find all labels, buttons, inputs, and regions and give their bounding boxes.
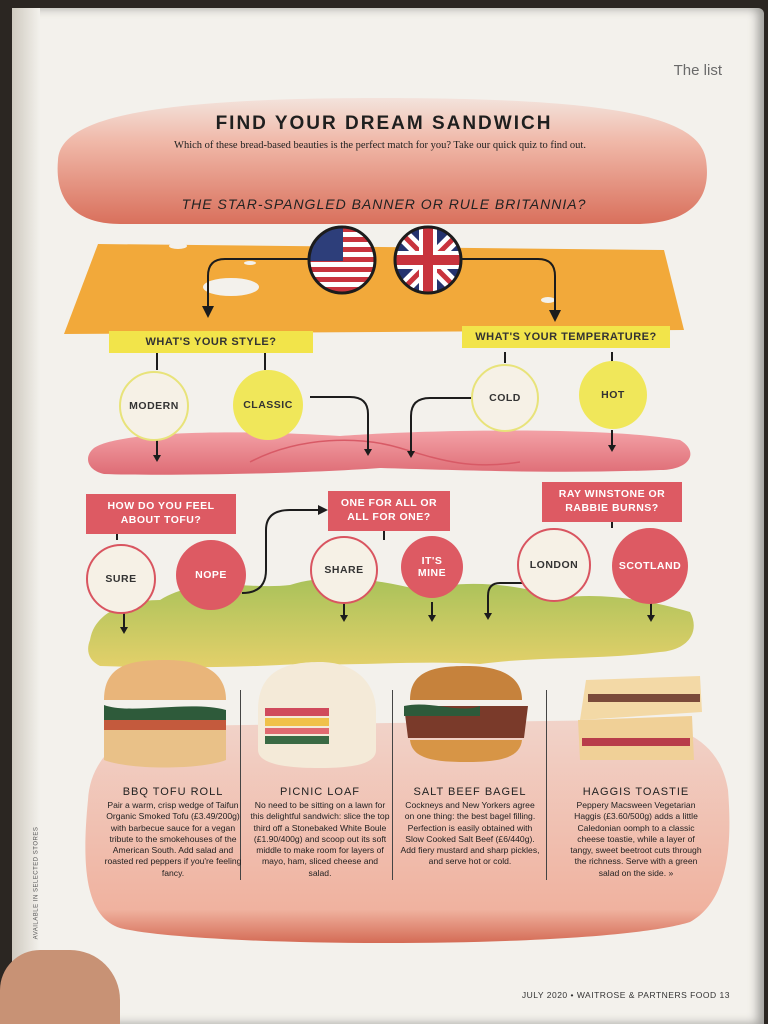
flag-question: THE STAR-SPANGLED BANNER OR RULE BRITANN… (181, 196, 587, 212)
option-cold[interactable]: COLD (471, 364, 539, 432)
product-name: SALT BEEF BAGEL (413, 786, 527, 798)
style-question-banner: WHAT'S YOUR STYLE? (109, 331, 313, 353)
option-hot[interactable]: HOT (579, 361, 647, 429)
ham-swirl (249, 439, 521, 466)
column-divider (546, 690, 547, 880)
product-name: BBQ TOFU ROLL (122, 786, 224, 798)
haggis-toastie-image (578, 676, 702, 760)
arrowheads (120, 306, 655, 634)
us-flag-icon (307, 225, 377, 295)
product-name: PICNIC LOAF (279, 786, 361, 798)
temperature-question-banner: WHAT'S YOUR TEMPERATURE? (462, 326, 670, 348)
picnic-loaf-image (258, 662, 376, 768)
option-london[interactable]: LONDON (517, 528, 591, 602)
tofu-question-box: HOW DO YOU FEEL ABOUT TOFU? (86, 494, 236, 534)
option-sure[interactable]: SURE (86, 544, 156, 614)
cheese-hole (203, 278, 259, 296)
page-title: FIND YOUR DREAM SANDWICH (215, 113, 553, 134)
product-description: Cockneys and New Yorkers agree on one th… (400, 800, 540, 867)
uk-flag-icon (393, 225, 463, 295)
top-bread-slice (57, 98, 707, 224)
option-share[interactable]: SHARE (310, 536, 378, 604)
flowchart-connectors (116, 258, 652, 628)
product-description: Pair a warm, crisp wedge of Taifun Organ… (104, 800, 242, 878)
product-haggis-toastie: HAGGIS TOASTIE Peppery Macsween Vegetari… (566, 786, 706, 879)
page-footer: JULY 2020 • WAITROSE & PARTNERS FOOD 13 (521, 990, 730, 1000)
cheese-hole (244, 261, 256, 265)
option-modern[interactable]: MODERN (119, 371, 189, 441)
cheese-slice (64, 244, 684, 334)
cheese-hole (169, 243, 187, 249)
product-salt-beef-bagel: SALT BEEF BAGEL Cockneys and New Yorkers… (400, 786, 540, 868)
product-picnic-loaf: PICNIC LOAF No need to be sitting on a l… (250, 786, 390, 879)
lettuce-leaf (88, 578, 694, 668)
product-description: No need to be sitting on a lawn for this… (250, 800, 390, 878)
option-classic[interactable]: CLASSIC (233, 370, 303, 440)
salt-beef-bagel-image (404, 666, 528, 762)
thumb (0, 950, 120, 1024)
page-spine (12, 8, 40, 1024)
product-description: Peppery Macsween Vegetarian Haggis (£3.6… (570, 800, 702, 878)
bbq-tofu-roll-image (104, 660, 226, 768)
section-label: The list (673, 62, 722, 79)
option-its-mine[interactable]: IT'S MINE (401, 536, 463, 598)
margin-note: AVAILABLE IN SELECTED STORES (33, 826, 40, 940)
column-divider (392, 690, 393, 880)
share-question-box: ONE FOR ALL OR ALL FOR ONE? (328, 491, 450, 531)
ray-question-box: RAY WINSTONE OR RABBIE BURNS? (542, 482, 682, 522)
column-divider (240, 690, 241, 880)
ham-slice (88, 430, 691, 475)
option-scotland[interactable]: SCOTLAND (612, 528, 688, 604)
option-nope[interactable]: NOPE (176, 540, 246, 610)
bottom-bread-slice (85, 720, 730, 944)
product-name: HAGGIS TOASTIE (582, 786, 690, 798)
product-bbq-tofu-roll: BBQ TOFU ROLL Pair a warm, crisp wedge o… (103, 786, 243, 879)
page-subtitle: Which of these bread-based beauties is t… (174, 140, 586, 151)
cheese-hole (541, 297, 555, 303)
